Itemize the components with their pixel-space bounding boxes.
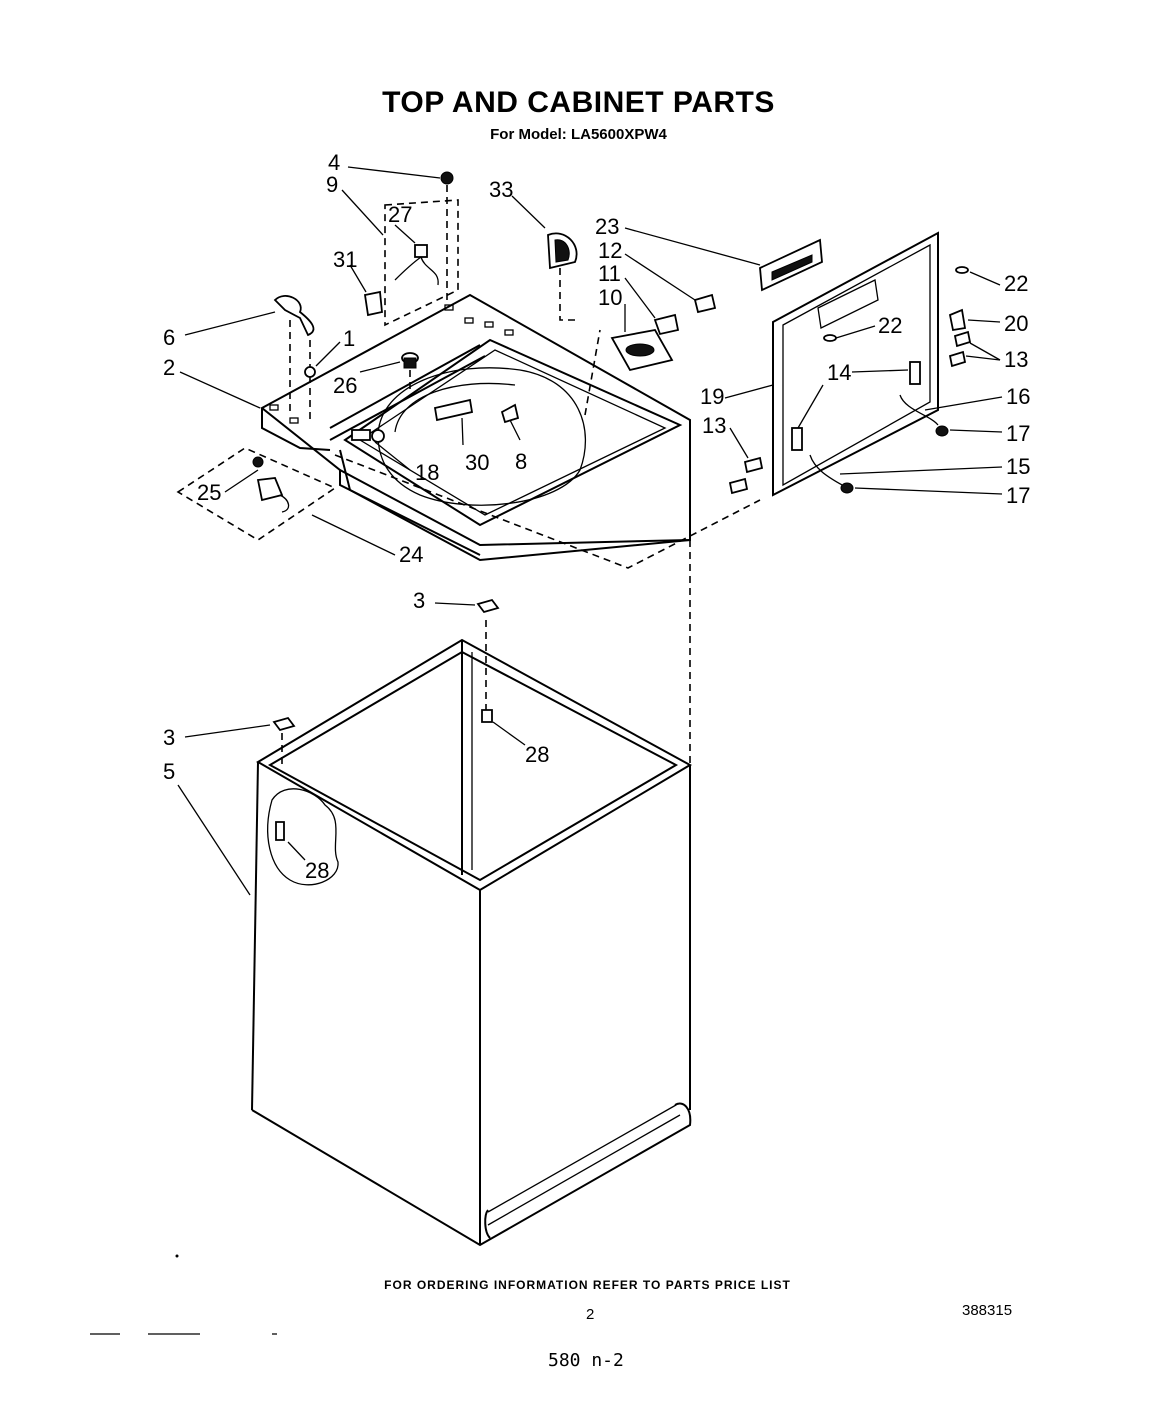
- callout-12: 12: [598, 238, 622, 263]
- bracket-part-6: [273, 295, 315, 420]
- screw-part-13-a: [953, 330, 972, 348]
- clip-part-14-upper: [909, 361, 921, 385]
- clip-part-3-back: [476, 598, 500, 614]
- callout-24: 24: [399, 542, 423, 567]
- screw-part-13-d: [728, 477, 749, 495]
- hinge-part-30: [433, 398, 474, 422]
- harness-group-box: [384, 199, 459, 327]
- alignment-line-2: [584, 329, 601, 416]
- screw-part-13-b: [948, 350, 967, 368]
- nameplate-part-23: [759, 238, 823, 292]
- screw-part-22-upper: [955, 266, 969, 274]
- callout-labels: 4 9 27 31 6 1 2 26 33 23 12 11 10 22 20 …: [163, 150, 1030, 883]
- cabinet-part-5: [251, 638, 693, 1247]
- callout-13-a: 13: [1004, 347, 1028, 372]
- callout-22-a: 22: [1004, 271, 1028, 296]
- callout-9: 9: [326, 172, 338, 197]
- callout-28-b: 28: [305, 858, 329, 883]
- callout-14: 14: [827, 360, 851, 385]
- screw-part-13-c: [743, 456, 764, 474]
- callout-13-b: 13: [702, 413, 726, 438]
- callout-16: 16: [1006, 384, 1030, 409]
- latch-part-25: [252, 456, 290, 513]
- alignment-line: [334, 454, 761, 569]
- callout-33: 33: [489, 177, 513, 202]
- page-title: TOP AND CABINET PARTS: [382, 86, 775, 119]
- hinge-pin-part-18: [351, 429, 385, 443]
- handwritten-note: 580 n-2: [548, 1350, 624, 1371]
- bumper-part-26: [401, 352, 419, 392]
- connector-part-17-upper: [935, 425, 949, 437]
- dispenser-part-10: [610, 328, 674, 372]
- clip-part-14-lower: [791, 427, 803, 451]
- callout-31: 31: [333, 247, 357, 272]
- callout-3-a: 3: [413, 588, 425, 613]
- callout-19: 19: [700, 384, 724, 409]
- callout-25: 25: [197, 480, 221, 505]
- nut-part-1: [304, 366, 316, 378]
- callout-6: 6: [163, 325, 175, 350]
- console-panel-part-19: [772, 231, 939, 497]
- switch-part-12: [693, 293, 717, 314]
- wire-part-16: [899, 394, 939, 426]
- screw-part-4: [440, 171, 454, 300]
- screw-part-8: [500, 403, 520, 424]
- screw-part-28-back: [481, 620, 493, 723]
- callout-30: 30: [465, 450, 489, 475]
- callout-15: 15: [1006, 454, 1030, 479]
- callout-1: 1: [343, 326, 355, 351]
- callout-27: 27: [388, 202, 412, 227]
- callout-8: 8: [515, 449, 527, 474]
- switch-part-11: [653, 313, 680, 336]
- callout-2: 2: [163, 355, 175, 380]
- leader-lines: [177, 166, 1003, 896]
- ordering-note: FOR ORDERING INFORMATION REFER TO PARTS …: [384, 1278, 791, 1292]
- scan-dot: [175, 1254, 179, 1258]
- callout-28-a: 28: [525, 742, 549, 767]
- clip-part-3-front: [272, 716, 296, 732]
- screw-part-22-lower: [823, 334, 837, 342]
- callout-23: 23: [595, 214, 619, 239]
- callout-22-b: 22: [878, 313, 902, 338]
- wire-part-15: [809, 454, 843, 486]
- callout-20: 20: [1004, 311, 1028, 336]
- connector-part-17-lower: [840, 482, 854, 494]
- callout-11: 11: [598, 261, 621, 286]
- wire-harness-part-27: [394, 244, 439, 286]
- callout-4: 4: [328, 150, 340, 175]
- callout-26: 26: [333, 373, 357, 398]
- callout-3-b: 3: [163, 725, 175, 750]
- callout-10: 10: [598, 285, 622, 310]
- screw-part-28-front: [275, 821, 285, 841]
- callout-18: 18: [415, 460, 439, 485]
- callout-17-a: 17: [1006, 421, 1030, 446]
- callout-5: 5: [163, 759, 175, 784]
- callout-17-b: 17: [1006, 483, 1030, 508]
- page-number: 2: [586, 1306, 595, 1323]
- model-subtitle: For Model: LA5600XPW4: [490, 126, 667, 143]
- clip-part-20: [948, 308, 967, 332]
- clip-part-31: [363, 290, 383, 317]
- document-number: 388315: [962, 1302, 1013, 1319]
- dispenser-cover-part-33: [547, 232, 580, 321]
- latch-group-box: [176, 447, 337, 541]
